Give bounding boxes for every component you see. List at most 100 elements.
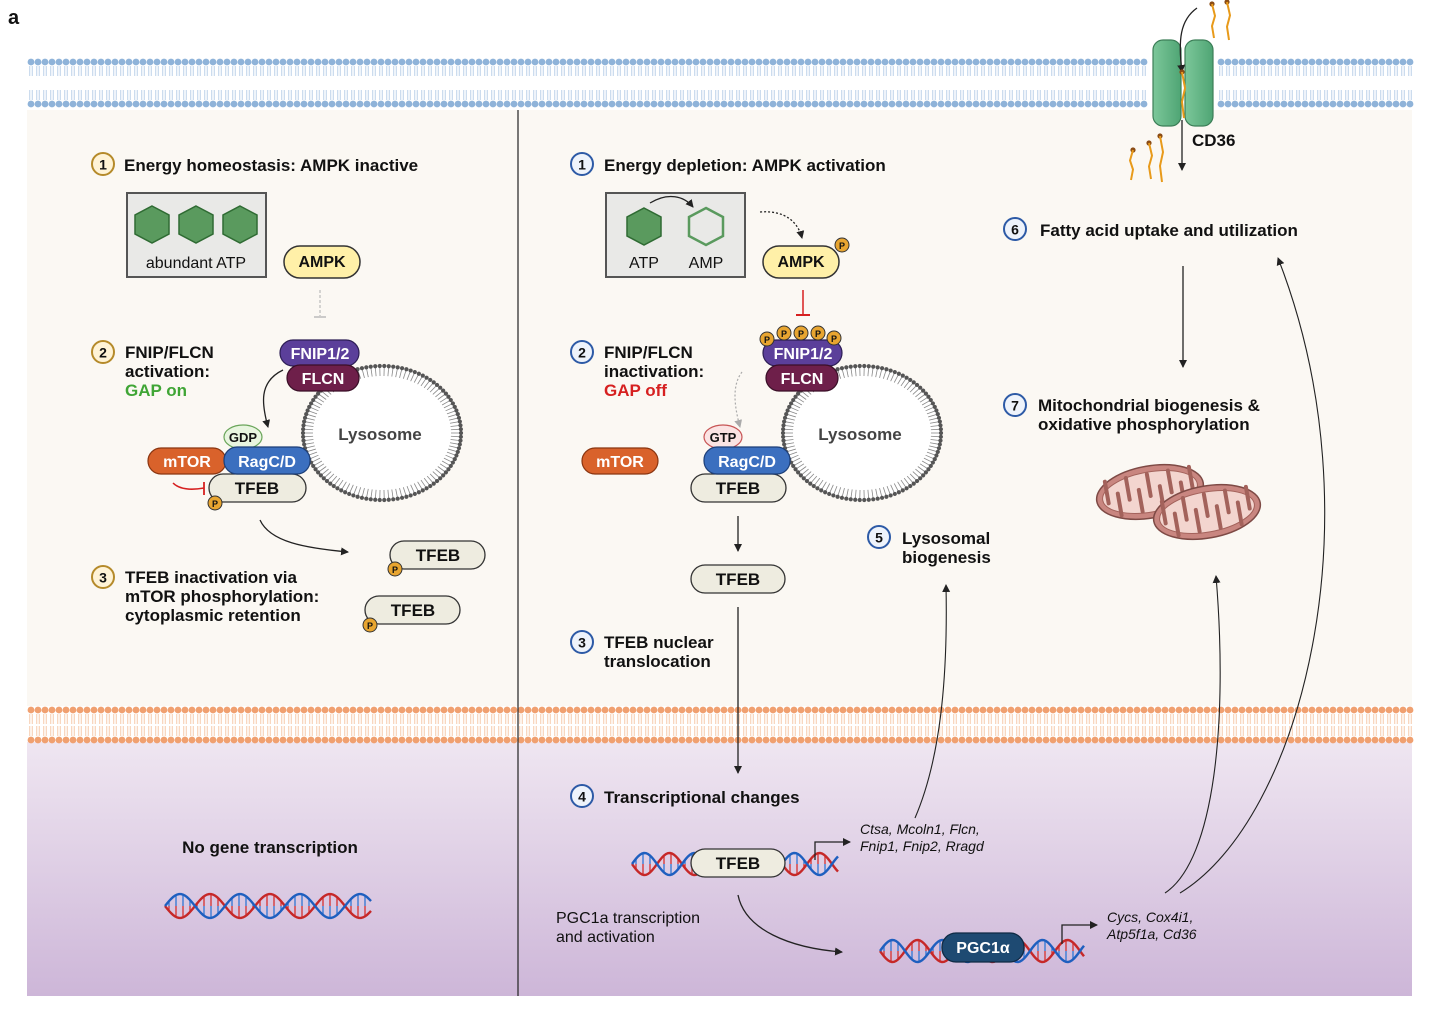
mtor-label: mTOR: [163, 454, 211, 471]
tfeb-label: TFEB: [391, 601, 435, 620]
step-number-circle: [91, 340, 115, 364]
lysosome-label: Lysosome: [338, 425, 421, 444]
step-label: mTOR phosphorylation:: [125, 587, 319, 606]
step-label: biogenesis: [902, 548, 991, 567]
amp-activates-ampk-arrow: [759, 211, 805, 239]
step-number: 3: [578, 635, 586, 651]
flcn-label: FLCN: [781, 371, 824, 388]
right-step-1: 1 Energy depletion: AMPK activation: [570, 152, 886, 176]
step-label: Energy depletion: AMPK activation: [604, 156, 886, 175]
step-number: 6: [1011, 222, 1019, 238]
phospho-icon: [793, 325, 809, 341]
tfeb-label: TFEB: [716, 854, 760, 873]
pgc-transcription-label: and activation: [556, 929, 655, 946]
step-number: 1: [99, 157, 107, 173]
amp-hexagon-icon: [687, 206, 725, 247]
step-number: 3: [99, 570, 107, 586]
right-step-2: 2 FNIP/FLCN inactivation: GAP off: [570, 340, 704, 400]
step-label: Lysosomal: [902, 529, 990, 548]
gdp-bubble: GDP: [223, 424, 263, 450]
step-number-circle: [570, 152, 594, 176]
step-label: activation:: [125, 362, 210, 381]
step-label: cytoplasmic retention: [125, 606, 301, 625]
right-lysosome: Lysosome: [780, 363, 944, 503]
mtor-inhibition: [172, 482, 205, 490]
cytoplasmic-tfeb-1: TFEB P: [387, 540, 486, 577]
step-number-circle: [570, 630, 594, 654]
phospho-icon: [776, 325, 792, 341]
panel-label: a: [8, 7, 20, 29]
left-step-1: 1 Energy homeostasis: AMPK inactive: [91, 152, 418, 176]
right-rag-tfeb: TFEB RagC/D: [690, 446, 791, 503]
amp-label: AMP: [689, 255, 724, 272]
cd36-transporter: CD36: [1128, 0, 1235, 183]
step-label: inactivation:: [604, 362, 704, 381]
atp-hexagon-icon: [178, 205, 214, 244]
gtp-bubble: GTP: [703, 424, 743, 450]
atp-amp-box: ATP AMP: [605, 192, 746, 278]
step-number: 7: [1011, 398, 1019, 414]
ragcd-pill: [703, 446, 791, 475]
atp-label: ATP: [629, 255, 659, 272]
cytoplasmic-tfeb-2: TFEB P: [362, 595, 461, 633]
gap-off-label: GAP off: [604, 381, 667, 400]
step-label: Mitochondrial biogenesis &: [1038, 396, 1260, 415]
pgc-transcription-label: PGC1a transcription: [556, 910, 700, 927]
svg-text:P: P: [781, 329, 787, 339]
right-step-5: 5 Lysosomal biogenesis: [867, 525, 991, 567]
ragcd-label: RagC/D: [238, 454, 296, 471]
gap-on-label: GAP on: [125, 381, 187, 400]
step-number: 5: [875, 530, 883, 546]
tfeb-label: TFEB: [716, 570, 760, 589]
pgc-target-genes: Cycs, Cox4i1,: [1107, 909, 1193, 925]
step-number: 1: [578, 157, 586, 173]
cd36-label: CD36: [1192, 131, 1235, 150]
dephosphorylated-tfeb: TFEB: [690, 564, 786, 594]
mitochondria-icon: [1095, 463, 1262, 541]
step-label: TFEB inactivation via: [125, 568, 297, 587]
pgc-activation-arrow: [737, 894, 843, 956]
left-dna-helix: [164, 892, 372, 920]
svg-text:P: P: [831, 334, 837, 344]
svg-text:P: P: [392, 565, 398, 575]
atp-box-label: abundant ATP: [146, 255, 246, 272]
tfeb-on-dna: TFEB: [690, 848, 786, 878]
phospho-icon: [387, 561, 403, 577]
tfeb-target-genes: Fnip1, Fnip2, Rragd: [860, 838, 985, 854]
step-number-circle: [91, 565, 115, 589]
phospho-icon: [362, 617, 378, 633]
step-number: 2: [99, 345, 107, 361]
svg-text:P: P: [815, 329, 821, 339]
pgc1a-on-dna: PGC1α: [941, 932, 1025, 963]
ampk-inactive: AMPK: [283, 245, 361, 318]
tfeb-label: TFEB: [235, 479, 279, 498]
atp-hexagon-icon: [222, 205, 258, 244]
ragcd-label: RagC/D: [718, 454, 776, 471]
right-step-4: 4 Transcriptional changes: [570, 784, 800, 808]
step-label: oxidative phosphorylation: [1038, 415, 1250, 434]
tfeb-release-arrow: [259, 519, 349, 556]
fatty-acid-entry-arrow: [1177, 7, 1198, 73]
step-label: translocation: [604, 652, 711, 671]
step-number-circle: [1003, 217, 1027, 241]
step-label: Transcriptional changes: [604, 788, 800, 807]
flcn-pill: [286, 364, 360, 392]
right-step-3: 3 TFEB nuclear translocation: [570, 630, 714, 671]
step-label: Energy homeostasis: AMPK inactive: [124, 156, 418, 175]
ampk-active: AMPK P: [762, 237, 850, 316]
fnip-label: FNIP1/2: [291, 346, 350, 363]
step-label: FNIP/FLCN: [125, 343, 214, 362]
step-label: FNIP/FLCN: [604, 343, 693, 362]
left-step-2: 2 FNIP/FLCN activation: GAP on: [91, 340, 214, 400]
ampk-label: AMPK: [777, 254, 825, 271]
svg-text:P: P: [764, 335, 770, 345]
right-step-7: 7 Mitochondrial biogenesis & oxidative p…: [1003, 393, 1260, 434]
left-fnip-flcn-complex: FNIP1/2 FLCN: [279, 339, 360, 392]
tfeb-transcription-arrow: [814, 838, 851, 860]
svg-text:P: P: [798, 329, 804, 339]
svg-text:P: P: [367, 621, 373, 631]
flcn-label: FLCN: [302, 371, 345, 388]
step-number-circle: [570, 340, 594, 364]
gtp-label: GTP: [710, 430, 737, 445]
